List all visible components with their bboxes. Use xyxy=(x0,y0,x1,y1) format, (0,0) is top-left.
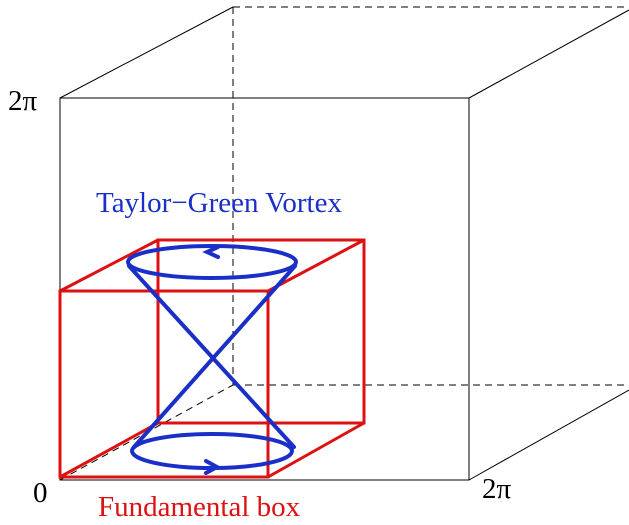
outer-edge-top-right-diagonal xyxy=(468,9,629,99)
vortex-label: Taylor−Green Vortex xyxy=(96,187,342,219)
fundamental-box-label: Fundamental box xyxy=(98,491,301,523)
vortex-top-arrow-icon xyxy=(202,245,220,259)
fundamental-box-back-face xyxy=(156,238,366,425)
taylor-green-vortex xyxy=(126,244,298,475)
outer-cube-hidden-edges xyxy=(59,6,629,481)
vortex-bottom-arrow-icon xyxy=(204,459,222,475)
outer-cube-visible-edges xyxy=(59,6,629,481)
fundamental-box-top-right-edge xyxy=(267,238,365,293)
vortex-cross-line-1 xyxy=(127,264,296,449)
axis-label-origin: 0 xyxy=(33,477,48,509)
axis-label-right-2pi: 2π xyxy=(482,473,512,505)
fundamental-box-top-left-edge xyxy=(59,238,159,293)
outer-edge-top-left-diagonal xyxy=(59,6,234,99)
fundamental-box xyxy=(58,238,366,479)
outer-cube-front-face xyxy=(59,97,470,481)
outer-edge-bottom-right-diagonal xyxy=(468,389,629,481)
vortex-cross-line-2 xyxy=(132,264,297,449)
fundamental-box-front-face xyxy=(58,289,270,479)
fundamental-box-bottom-right-edge xyxy=(267,421,365,479)
axis-label-top-2pi: 2π xyxy=(8,85,38,117)
fundamental-box-bottom-left-edge xyxy=(59,421,159,479)
vortex-top-ring xyxy=(126,244,298,280)
